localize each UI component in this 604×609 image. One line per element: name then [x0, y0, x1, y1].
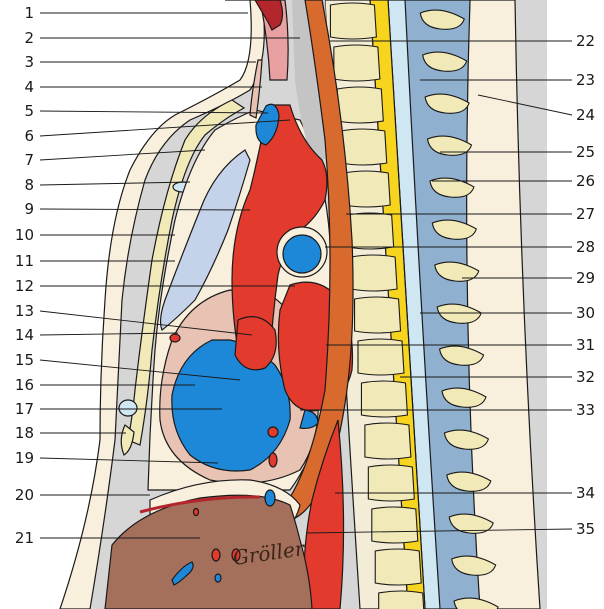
vertebral-body	[365, 423, 411, 459]
callout-number: 34	[576, 484, 595, 502]
hepatic-vessel-5	[215, 574, 221, 582]
callout-number: 18	[15, 424, 34, 442]
callout-number: 6	[24, 127, 34, 145]
callout-number: 9	[24, 200, 34, 218]
hepatic-vessel-2	[194, 509, 199, 516]
vertebral-body	[337, 87, 383, 123]
callout-number: 12	[15, 277, 34, 295]
vertebral-body	[372, 507, 418, 543]
hepatic-vessel-3	[212, 549, 220, 561]
callout-number: 1	[24, 4, 34, 22]
vertebral-body	[358, 339, 404, 375]
callout-number: 25	[576, 143, 595, 161]
callout-number: 17	[15, 400, 34, 418]
vertebral-body	[361, 381, 407, 417]
callout-number: 16	[15, 376, 34, 394]
callout-number: 13	[15, 302, 34, 320]
callout-number: 11	[15, 252, 34, 270]
callout-number: 15	[15, 351, 34, 369]
callout-number: 26	[576, 172, 595, 190]
callout-number: 27	[576, 205, 595, 223]
small-red-vessel	[170, 334, 180, 342]
vertebral-body	[368, 465, 414, 501]
callout-number: 32	[576, 368, 595, 386]
coronary-artery-lower	[269, 453, 277, 467]
callout-number: 20	[15, 486, 34, 504]
callout-number: 3	[24, 53, 34, 71]
vertebral-body	[330, 3, 376, 39]
callout-number: 35	[576, 520, 595, 538]
callout-number: 8	[24, 176, 34, 194]
vertebral-body	[348, 213, 394, 249]
vertebral-body	[334, 45, 380, 81]
callout-number: 10	[15, 226, 34, 244]
callout-number: 31	[576, 336, 595, 354]
callout-number: 21	[15, 529, 34, 547]
coronary-artery-upper	[268, 427, 278, 437]
pulmonary-artery-lumen	[283, 235, 321, 273]
vertebral-body	[341, 129, 387, 165]
callout-number: 24	[576, 106, 595, 124]
callout-number: 19	[15, 449, 34, 467]
callout-number: 28	[576, 238, 595, 256]
callout-number: 7	[24, 151, 34, 169]
callout-number: 14	[15, 326, 34, 344]
callout-number: 2	[24, 29, 34, 47]
callout-number: 33	[576, 401, 595, 419]
vertebral-body	[344, 171, 390, 207]
callout-number: 23	[576, 71, 595, 89]
vertebral-body	[351, 255, 397, 291]
callout-number: 5	[24, 102, 34, 120]
callout-number: 22	[576, 32, 595, 50]
vertebral-body	[375, 549, 421, 585]
callout-number: 30	[576, 304, 595, 322]
hepatic-vessel-1	[265, 490, 275, 506]
pulmonary-trunk	[235, 317, 276, 370]
vertebral-body	[355, 297, 401, 333]
callout-number: 4	[24, 78, 34, 96]
sternal-segment-lower	[119, 400, 137, 416]
vertebral-body	[379, 591, 425, 609]
callout-number: 29	[576, 269, 595, 287]
